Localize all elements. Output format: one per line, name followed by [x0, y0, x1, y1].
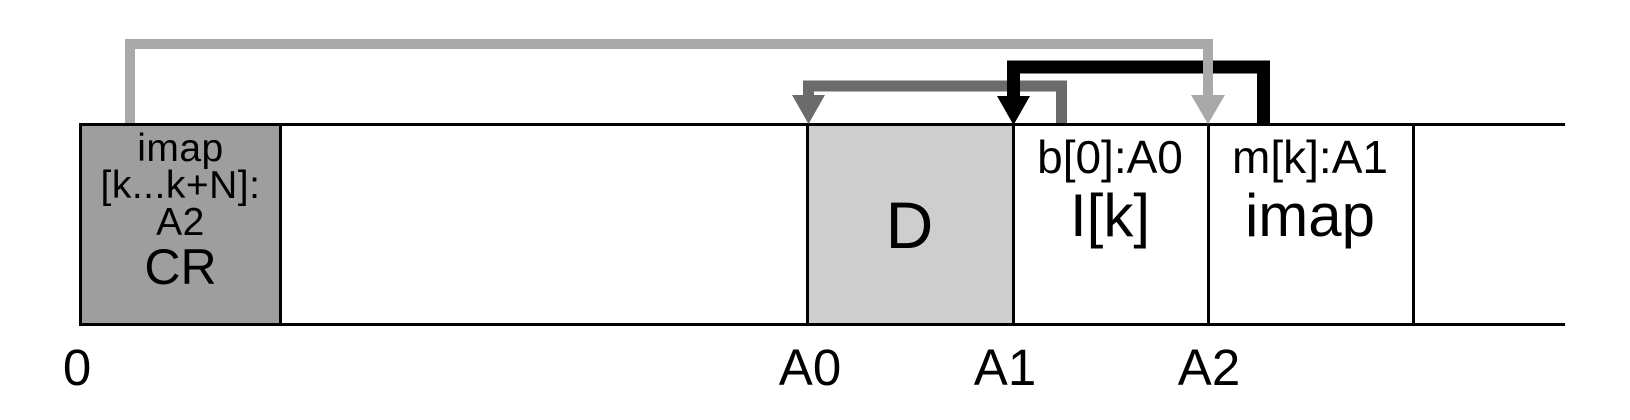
inode-to-data-arrow-shaft: [803, 80, 1067, 123]
data-block: D: [809, 127, 1010, 323]
imap-to-inode-arrow-head: [997, 96, 1030, 125]
inode-to-data-arrow-head: [792, 95, 825, 124]
inode-pointer-label: b[0]:A0: [1037, 131, 1183, 183]
cr-block-fill: [79, 123, 282, 326]
imap-to-inode-arrow-shaft: [1007, 60, 1270, 123]
addr-label-zero: 0: [62, 339, 92, 396]
inode-block: b[0]:A0 I[k]: [1015, 127, 1205, 327]
inode-name-label: I[k]: [1069, 182, 1150, 249]
boundary-a1: [1012, 123, 1015, 326]
imap-to-inode-arrow: [997, 60, 1270, 125]
cr-to-imap-arrow-shaft: [125, 39, 1213, 123]
cr-line-title: CR: [144, 239, 217, 295]
imap-block: m[k]:A1 imap: [1210, 127, 1410, 327]
addr-label-a2: A2: [1177, 339, 1241, 396]
boundary-a2: [1207, 123, 1210, 326]
cr-block: imap [k...k+N]: A2 CR: [81, 127, 280, 326]
addr-label-a1: A1: [973, 339, 1037, 396]
inode-to-data-arrow: [792, 80, 1067, 124]
cr-line-imap: imap: [137, 127, 224, 170]
boundary-left-edge: [79, 123, 82, 326]
cr-line-address: A2: [156, 201, 205, 244]
cr-to-imap-arrow-head: [1191, 95, 1225, 124]
boundary-a0: [806, 123, 809, 326]
cr-line-range: [k...k+N]:: [100, 164, 261, 207]
imap-name-label: imap: [1244, 182, 1376, 249]
boundary-imap-right: [1412, 123, 1415, 326]
addr-label-a0: A0: [778, 339, 842, 396]
data-block-label: D: [885, 188, 934, 262]
cr-to-imap-arrow: [125, 39, 1225, 124]
disk-log-bar: [79, 123, 1565, 326]
boundary-cr-right: [279, 123, 282, 326]
imap-pointer-label: m[k]:A1: [1232, 131, 1388, 183]
data-block-fill: [806, 123, 1015, 326]
